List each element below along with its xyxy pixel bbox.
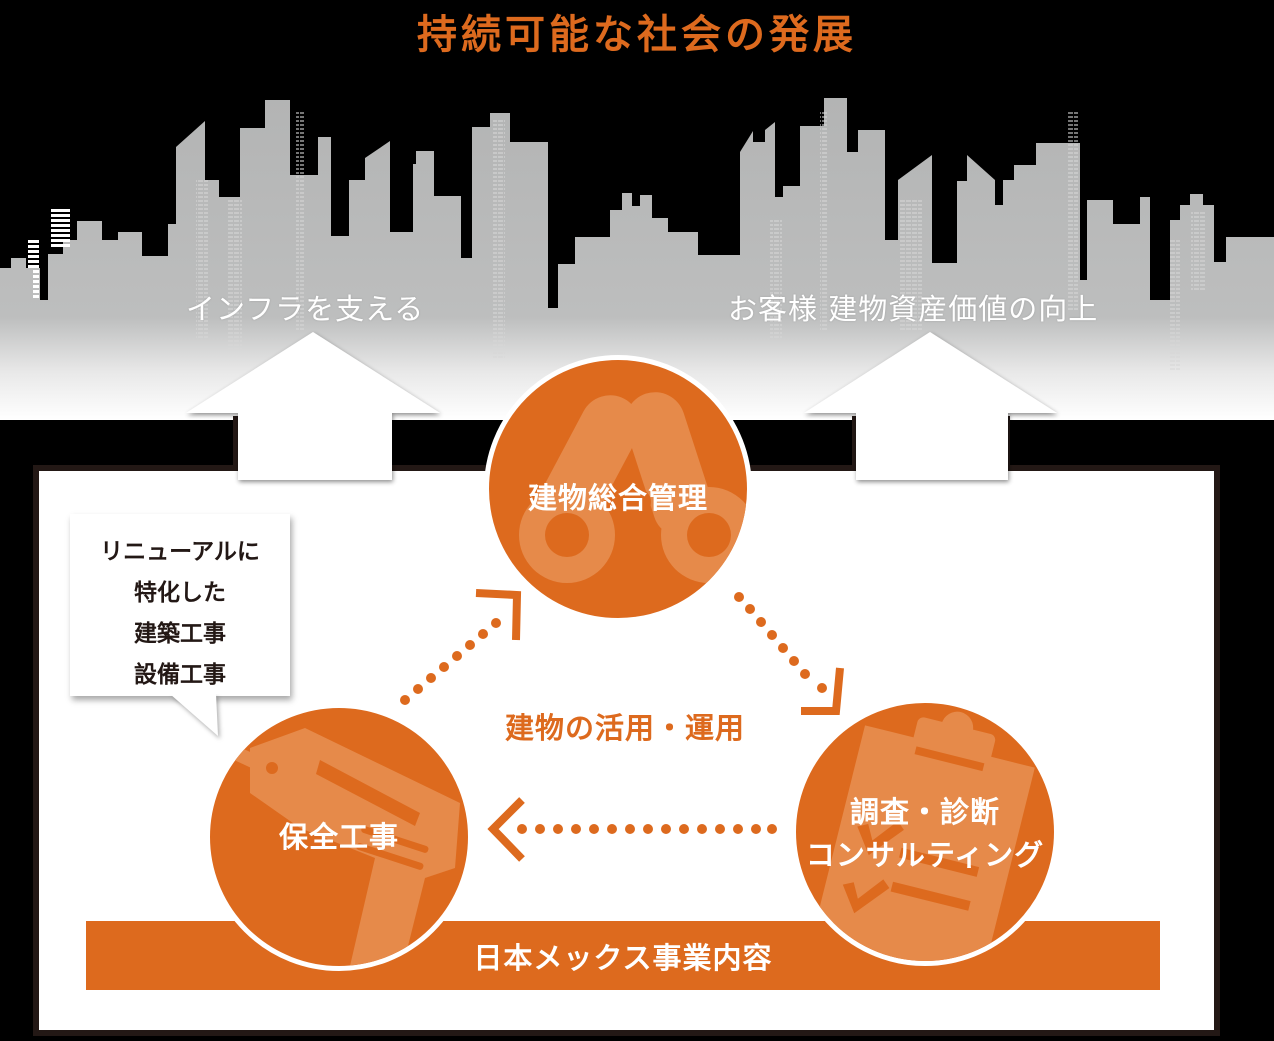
power-drill-icon [220,728,460,966]
up-arrow-right [804,332,1057,480]
infrastructure-support-label: インフラを支える [186,292,425,326]
clipboard-checklist-icon [806,711,1035,961]
bubble-line: 建築工事 [134,621,226,647]
renewal-construction-speech-bubble: リニューアルに 特化した 建築工事 設備工事 [70,514,290,696]
building-utilization-label: 建物の活用・運用 [504,711,745,745]
asset-value-improvement-label: お客様 建物資産価値の向上 [728,292,1099,326]
building-management-label: 建物総合管理 [527,481,708,515]
survey-diagnosis-label: 調査・診断 [849,795,1000,829]
arrowhead-down-right [801,667,844,715]
bubble-line: 特化した [134,580,226,606]
building-management-circle: 建物総合管理 [484,355,752,623]
maintenance-construction-label: 保全工事 [278,820,399,854]
maintenance-construction-circle: 保全工事 [205,703,473,971]
bubble-line: 設備工事 [134,662,226,688]
speech-bubble-tail [170,694,218,736]
survey-consulting-circle: 調査・診断 コンサルティング [791,698,1059,966]
arrowhead-left [487,797,525,862]
page-title: 持続可能な社会の発展 [417,12,857,58]
binoculars-icon [519,392,747,583]
consulting-label: コンサルティング [805,838,1045,872]
up-arrow-left [186,332,440,480]
business-content-label: 日本メックス事業内容 [473,941,773,975]
bubble-line: リニューアルに [100,539,260,565]
arrowhead-up-right [475,589,522,641]
